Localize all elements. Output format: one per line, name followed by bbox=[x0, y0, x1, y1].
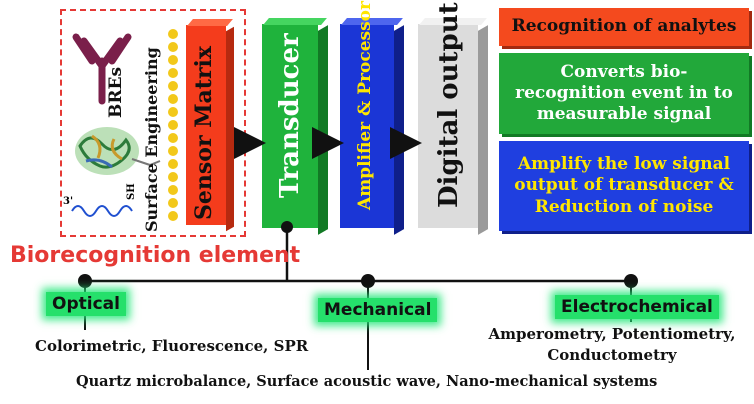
desc-recognition: Recognition of analytes bbox=[499, 8, 749, 46]
transducer-block: Transducer bbox=[262, 18, 330, 235]
biorecognition-element-label: Biorecognition element bbox=[10, 243, 301, 268]
digital-output-block: Digital output bbox=[418, 2, 490, 235]
surface-dots bbox=[168, 29, 178, 221]
amplifier-processor-block: Amplifier & Processor bbox=[340, 1, 406, 235]
biorecognition-illustration bbox=[71, 33, 161, 217]
category-optical: Optical bbox=[46, 292, 126, 316]
sensor-matrix-block: Sensor Matrix bbox=[186, 19, 234, 233]
category-electrochemical: Electrochemical bbox=[555, 295, 719, 319]
desc-amplify: Amplify the low signal output of transdu… bbox=[499, 141, 749, 231]
category-mechanical: Mechanical bbox=[318, 298, 438, 322]
optical-methods: Colorimetric, Fluorescence, SPR bbox=[35, 337, 309, 355]
desc-converts: Converts bio-recognition event in to mea… bbox=[499, 53, 749, 134]
mechanical-methods: Quartz microbalance, Surface acoustic wa… bbox=[76, 373, 658, 390]
protein-structure-icon bbox=[75, 127, 161, 175]
electrochemical-methods-line2: Conductometry bbox=[547, 346, 677, 364]
dna-3prime-label: 3' bbox=[63, 196, 74, 207]
antibody-icon bbox=[72, 33, 132, 105]
electrochemical-methods-line1: Amperometry, Potentiometry, bbox=[488, 325, 736, 343]
biorecognition-box bbox=[60, 9, 246, 237]
dna-strand-icon bbox=[71, 205, 133, 217]
